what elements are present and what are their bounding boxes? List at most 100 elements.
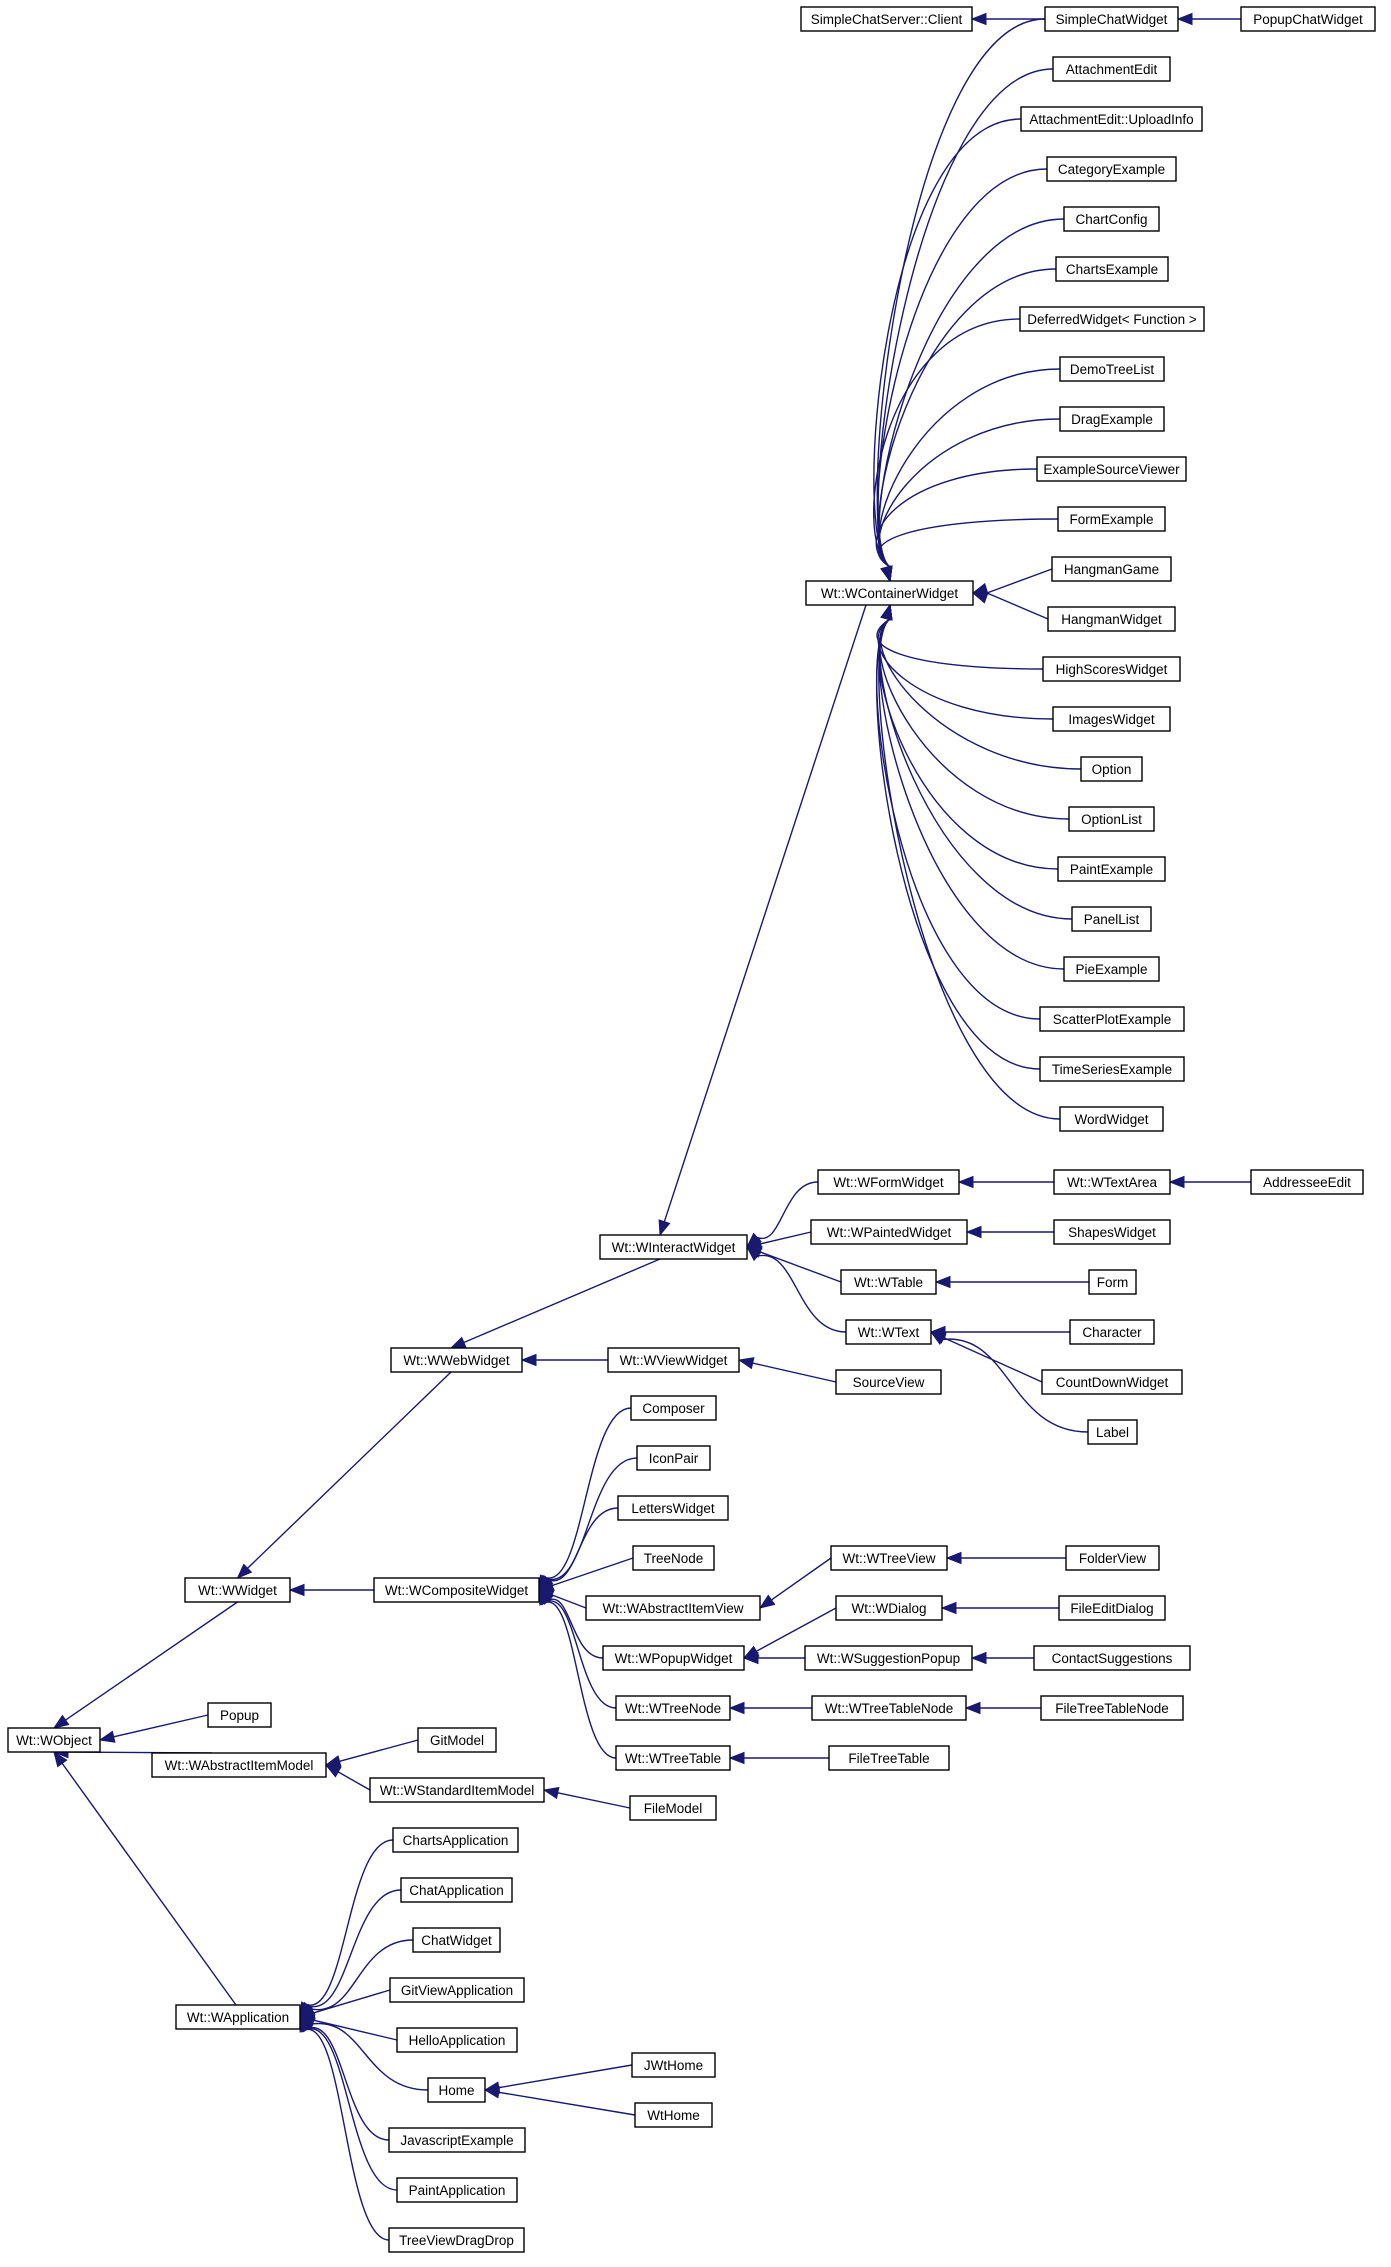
- class-node-contactsuggestions[interactable]: ContactSuggestions: [1033, 1645, 1191, 1671]
- class-node-label: Composer: [642, 1401, 705, 1416]
- inheritance-edge-iconpair-to-wcompositewidget: [547, 1457, 638, 1580]
- class-node-paintapplication[interactable]: PaintApplication: [396, 2177, 518, 2203]
- class-node-composer[interactable]: Composer: [630, 1395, 717, 1421]
- class-node-wviewwidget[interactable]: Wt::WViewWidget: [607, 1347, 740, 1373]
- class-node-hangmangame[interactable]: HangmanGame: [1051, 556, 1172, 582]
- class-node-wwidget[interactable]: Wt::WWidget: [184, 1577, 291, 1603]
- inheritance-edge-wtreeview-to-wabstractitemview: [771, 1557, 832, 1601]
- class-node-wtreenode[interactable]: Wt::WTreeNode: [615, 1695, 731, 1721]
- class-node-label: Wt::WTreeTableNode: [825, 1701, 954, 1716]
- class-node-wformwidget[interactable]: Wt::WFormWidget: [817, 1169, 960, 1195]
- class-node-wthome[interactable]: WtHome: [634, 2102, 713, 2128]
- class-node-chatwidget[interactable]: ChatWidget: [412, 1927, 501, 1953]
- class-node-scatterplotexample[interactable]: ScatterPlotExample: [1039, 1006, 1185, 1032]
- class-node-filemodel[interactable]: FileModel: [629, 1795, 717, 1821]
- class-node-wdialog[interactable]: Wt::WDialog: [835, 1595, 943, 1621]
- class-node-box: [830, 1545, 948, 1571]
- class-node-wsuggestionpopup[interactable]: Wt::WSuggestionPopup: [804, 1645, 973, 1671]
- class-node-demotreelist[interactable]: DemoTreeList: [1059, 356, 1165, 382]
- class-node-addresseeedit[interactable]: AddresseeEdit: [1250, 1169, 1364, 1195]
- class-node-chartsexample[interactable]: ChartsExample: [1055, 256, 1169, 282]
- class-node-gitviewapplication[interactable]: GitViewApplication: [389, 1977, 525, 2003]
- class-node-wtreeview[interactable]: Wt::WTreeView: [830, 1545, 948, 1571]
- class-node-formexample[interactable]: FormExample: [1057, 506, 1166, 532]
- class-node-filetreetable[interactable]: FileTreeTable: [828, 1745, 950, 1771]
- class-node-option[interactable]: Option: [1080, 756, 1143, 782]
- class-node-box: [817, 1169, 960, 1195]
- class-node-box: [632, 1545, 715, 1571]
- class-node-label[interactable]: Label: [1087, 1419, 1138, 1445]
- class-node-folderview[interactable]: FolderView: [1065, 1545, 1160, 1571]
- class-node-categoryexample[interactable]: CategoryExample: [1046, 156, 1177, 182]
- class-node-treenode[interactable]: TreeNode: [632, 1545, 715, 1571]
- class-node-jwthome[interactable]: JWtHome: [631, 2052, 716, 2078]
- class-node-form[interactable]: Form: [1088, 1269, 1137, 1295]
- class-node-wordwidget[interactable]: WordWidget: [1059, 1106, 1164, 1132]
- class-node-box: [1065, 1545, 1160, 1571]
- class-node-label: OptionList: [1081, 812, 1142, 827]
- class-node-label: Option: [1092, 762, 1132, 777]
- arrowhead-popup-to-wobject: [98, 1730, 116, 1743]
- class-node-wabstractitemview[interactable]: Wt::WAbstractItemView: [585, 1595, 761, 1621]
- class-node-pieexample[interactable]: PieExample: [1063, 956, 1160, 982]
- class-node-home[interactable]: Home: [427, 2077, 486, 2103]
- class-node-hangmanwidget[interactable]: HangmanWidget: [1047, 606, 1176, 632]
- class-node-wtable[interactable]: Wt::WTable: [840, 1269, 937, 1295]
- class-node-wpopupwidget[interactable]: Wt::WPopupWidget: [602, 1645, 745, 1671]
- class-node-wabstractitemmodel[interactable]: Wt::WAbstractItemModel: [151, 1752, 327, 1778]
- class-node-letterswidget[interactable]: LettersWidget: [617, 1495, 729, 1521]
- class-node-wwebwidget[interactable]: Wt::WWebWidget: [390, 1347, 523, 1373]
- class-node-attachmentedit[interactable]: AttachmentEdit: [1052, 56, 1171, 82]
- class-node-chartsapplication[interactable]: ChartsApplication: [392, 1827, 519, 1853]
- class-node-imageswidget[interactable]: ImagesWidget: [1052, 706, 1171, 732]
- class-node-label: PaintExample: [1070, 862, 1153, 877]
- class-node-attachmentedituploadinfo[interactable]: AttachmentEdit::UploadInfo: [1020, 106, 1203, 132]
- class-node-wcompositewidget[interactable]: Wt::WCompositeWidget: [373, 1577, 540, 1603]
- class-node-simplechatserverclient[interactable]: SimpleChatServer::Client: [800, 6, 973, 32]
- class-node-countdownwidget[interactable]: CountDownWidget: [1041, 1369, 1183, 1395]
- class-node-wtextarea[interactable]: Wt::WTextArea: [1053, 1169, 1171, 1195]
- class-node-label: TreeNode: [644, 1551, 704, 1566]
- class-node-panellist[interactable]: PanelList: [1071, 906, 1152, 932]
- class-node-optionlist[interactable]: OptionList: [1068, 806, 1155, 832]
- class-node-wpaintedwidget[interactable]: Wt::WPaintedWidget: [810, 1219, 968, 1245]
- class-node-shapeswidget[interactable]: ShapesWidget: [1053, 1219, 1171, 1245]
- class-node-simplechatwidget[interactable]: SimpleChatWidget: [1044, 6, 1179, 32]
- class-node-javascriptexample[interactable]: JavascriptExample: [388, 2127, 526, 2153]
- class-node-popup[interactable]: Popup: [207, 1702, 272, 1728]
- class-node-box: [1059, 406, 1165, 432]
- class-node-wobject[interactable]: Wt::WObject: [7, 1727, 101, 1753]
- class-node-highscoreswidget[interactable]: HighScoresWidget: [1042, 656, 1181, 682]
- class-node-wapplication[interactable]: Wt::WApplication: [175, 2004, 301, 2030]
- class-node-iconpair[interactable]: IconPair: [636, 1445, 711, 1471]
- class-node-helloapplication[interactable]: HelloApplication: [396, 2027, 518, 2053]
- class-node-box: [392, 1827, 519, 1853]
- class-node-character[interactable]: Character: [1069, 1319, 1155, 1345]
- class-node-timeseriesexample[interactable]: TimeSeriesExample: [1039, 1056, 1185, 1082]
- class-node-popupchatwidget[interactable]: PopupChatWidget: [1240, 6, 1376, 32]
- class-node-box: [151, 1752, 327, 1778]
- inheritance-edge-imageswidget-to-wcontainerwidget: [877, 618, 1054, 720]
- arrowhead-formexample-to-wcontainerwidget: [880, 565, 893, 583]
- class-node-chatapplication[interactable]: ChatApplication: [400, 1877, 513, 1903]
- class-node-wstandarditemmodel[interactable]: Wt::WStandardItemModel: [369, 1777, 545, 1803]
- class-node-sourceview[interactable]: SourceView: [835, 1369, 942, 1395]
- class-node-dragexample[interactable]: DragExample: [1059, 406, 1165, 432]
- class-node-wtreetable[interactable]: Wt::WTreeTable: [615, 1745, 731, 1771]
- class-node-paintexample[interactable]: PaintExample: [1057, 856, 1166, 882]
- class-node-fileeditdialog[interactable]: FileEditDialog: [1058, 1595, 1166, 1621]
- class-node-winteractwidget[interactable]: Wt::WInteractWidget: [599, 1234, 748, 1260]
- class-node-examplesourceviewer[interactable]: ExampleSourceViewer: [1036, 456, 1187, 482]
- class-node-chartconfig[interactable]: ChartConfig: [1063, 206, 1160, 232]
- arrowhead-addresseeedit-to-wtextarea: [1168, 1175, 1185, 1189]
- class-node-wcontainerwidget[interactable]: Wt::WContainerWidget: [805, 580, 974, 606]
- class-node-treeviewdragdrop[interactable]: TreeViewDragDrop: [388, 2227, 525, 2253]
- arrowhead-fileeditdialog-to-wdialog: [940, 1601, 957, 1615]
- class-node-wtext[interactable]: Wt::WText: [845, 1319, 932, 1345]
- class-node-wtreetablenode[interactable]: Wt::WTreeTableNode: [811, 1695, 967, 1721]
- class-node-deferredwidget[interactable]: DeferredWidget< Function >: [1019, 306, 1205, 332]
- class-node-filetreetablenode[interactable]: FileTreeTableNode: [1040, 1695, 1184, 1721]
- class-node-label: SimpleChatServer::Client: [811, 12, 963, 27]
- class-node-gitmodel[interactable]: GitModel: [417, 1727, 497, 1753]
